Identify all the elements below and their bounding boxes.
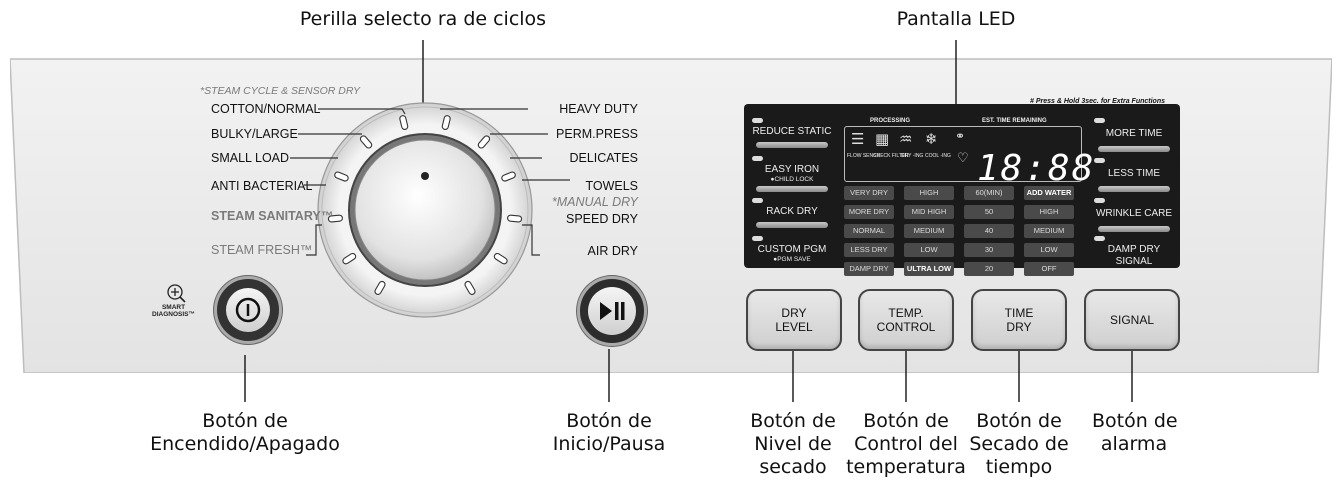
drying-icon: ♒ — [899, 130, 913, 148]
option-cell: 40 — [964, 224, 1014, 238]
reduce-static-button[interactable]: REDUCE STATIC — [746, 118, 838, 150]
option-cell: 30 — [964, 243, 1014, 257]
dial-tick — [441, 115, 451, 130]
less-time-button[interactable]: LESS TIME — [1088, 158, 1180, 192]
damp-dry-signal-button[interactable]: DAMP DRY SIGNAL — [1088, 236, 1180, 268]
option-cell: MEDIUM — [904, 224, 954, 238]
dial-tick — [477, 135, 491, 149]
status-area: ☰ ▦ ♒ ❄ FLOW SENSE CHECK FILTER DRY -ING… — [844, 126, 1093, 187]
led-screen: PROCESSING EST. TIME REMAINING ☰ ▦ ♒ ❄ F… — [840, 118, 1093, 276]
cycle-label-heavy-duty[interactable]: HEAVY DUTY — [559, 102, 638, 116]
custom-pgm-button[interactable]: CUSTOM PGM●PGM SAVE — [746, 236, 838, 268]
option-cell: 50 — [964, 205, 1014, 219]
option-cell: OFF — [1024, 262, 1074, 276]
steam-cycle-note: *STEAM CYCLE & SENSOR DRY — [200, 85, 361, 97]
cycle-label-steam-sanitary[interactable]: STEAM SANITARY™ — [211, 209, 334, 223]
knob-callout: Perilla selecto ra de ciclos — [299, 8, 547, 30]
option-cell: 20 — [964, 262, 1014, 276]
cycle-label-anti-bacterial[interactable]: ANTI BACTERIAL — [211, 179, 313, 193]
cycle-selector-knob[interactable] — [315, 100, 535, 320]
option-cell: VERY DRY — [844, 186, 894, 200]
option-cell: LESS DRY — [844, 243, 894, 257]
option-cell: ADD WATER — [1024, 186, 1074, 200]
rack-dry-button[interactable]: RACK DRY — [746, 198, 838, 230]
option-cell: LOW — [1024, 243, 1074, 257]
smart-diagnosis-icon — [166, 283, 188, 305]
cycle-label-towels[interactable]: TOWELS — [585, 179, 638, 193]
est-time-label: EST. TIME REMAINING — [982, 118, 1047, 124]
power-icon — [235, 297, 261, 323]
cycle-label-perm-press[interactable]: PERM.PRESS — [556, 127, 638, 141]
signal-button[interactable]: SIGNAL — [1084, 289, 1180, 351]
option-cell: LOW — [904, 243, 954, 257]
cycle-label-delicates[interactable]: DELICATES — [569, 151, 638, 165]
dry-level-button[interactable]: DRY LEVEL — [746, 289, 842, 351]
time-remaining-digits: 18:88 — [977, 148, 1096, 189]
dial-tick — [359, 135, 373, 149]
option-cell: MORE DRY — [844, 205, 894, 219]
dial-tick — [501, 171, 516, 182]
dial-tick — [374, 280, 386, 295]
dial-tick — [464, 280, 476, 295]
easy-iron-button[interactable]: EASY IRON●CHILD LOCK — [746, 156, 838, 192]
cycle-label-bulky-large[interactable]: BULKY/LARGE — [211, 127, 298, 141]
dial-tick — [399, 115, 409, 130]
dial-tick — [493, 252, 508, 265]
cycle-label-small-load[interactable]: SMALL LOAD — [211, 151, 290, 165]
smart-diagnosis-label: SMART DIAGNOSIS™ — [152, 304, 195, 318]
start-pause-button[interactable] — [577, 276, 647, 346]
cycle-label-steam-fresh[interactable]: STEAM FRESH™ — [211, 243, 313, 257]
option-cell: HIGH — [904, 186, 954, 200]
cycle-label-speed-dry[interactable]: SPEED DRY — [565, 212, 638, 226]
cycle-label-air-dry[interactable]: AIR DRY — [587, 244, 638, 258]
check-filter-icon: ▦ — [875, 130, 890, 148]
option-cell: 60(MIN) — [964, 186, 1014, 200]
power-button[interactable] — [214, 276, 282, 344]
cooling-icon: ❄ — [925, 130, 938, 148]
dial-tick — [327, 214, 343, 223]
child-lock-icon: ⚭ — [955, 129, 966, 143]
dial-tick — [334, 171, 349, 182]
option-cell: NORMAL — [844, 224, 894, 238]
option-cell: MEDIUM — [1024, 224, 1074, 238]
led-callout: Pantalla LED — [896, 8, 1016, 30]
time-dry-button[interactable]: TIME DRY — [971, 289, 1067, 351]
option-cell: DAMP DRY — [844, 262, 894, 276]
wrinkle-care-button[interactable]: WRINKLE CARE — [1088, 198, 1180, 232]
temp-control-button[interactable]: TEMP. CONTROL — [858, 289, 954, 351]
option-cell: HIGH — [1024, 205, 1074, 219]
dial-tick — [342, 252, 357, 265]
flow-sense-icon: ☰ — [851, 130, 865, 148]
option-cell: MID HIGH — [904, 205, 954, 219]
processing-label: PROCESSING — [870, 118, 911, 124]
heart-icon: ♡ — [957, 151, 969, 166]
led-display: REDUCE STATIC EASY IRON●CHILD LOCK RACK … — [744, 104, 1180, 276]
option-cell: ULTRA LOW — [904, 262, 954, 276]
press-hold-note: # Press & Hold 3sec. for Extra Functions — [1030, 98, 1165, 105]
manual-dry-note: *MANUAL DRY — [551, 195, 638, 209]
play-pause-icon — [600, 302, 625, 320]
cycle-label-cotton-normal[interactable]: COTTON/NORMAL — [211, 102, 321, 116]
dial-tick — [507, 214, 523, 223]
more-time-button[interactable]: MORE TIME — [1088, 118, 1180, 152]
